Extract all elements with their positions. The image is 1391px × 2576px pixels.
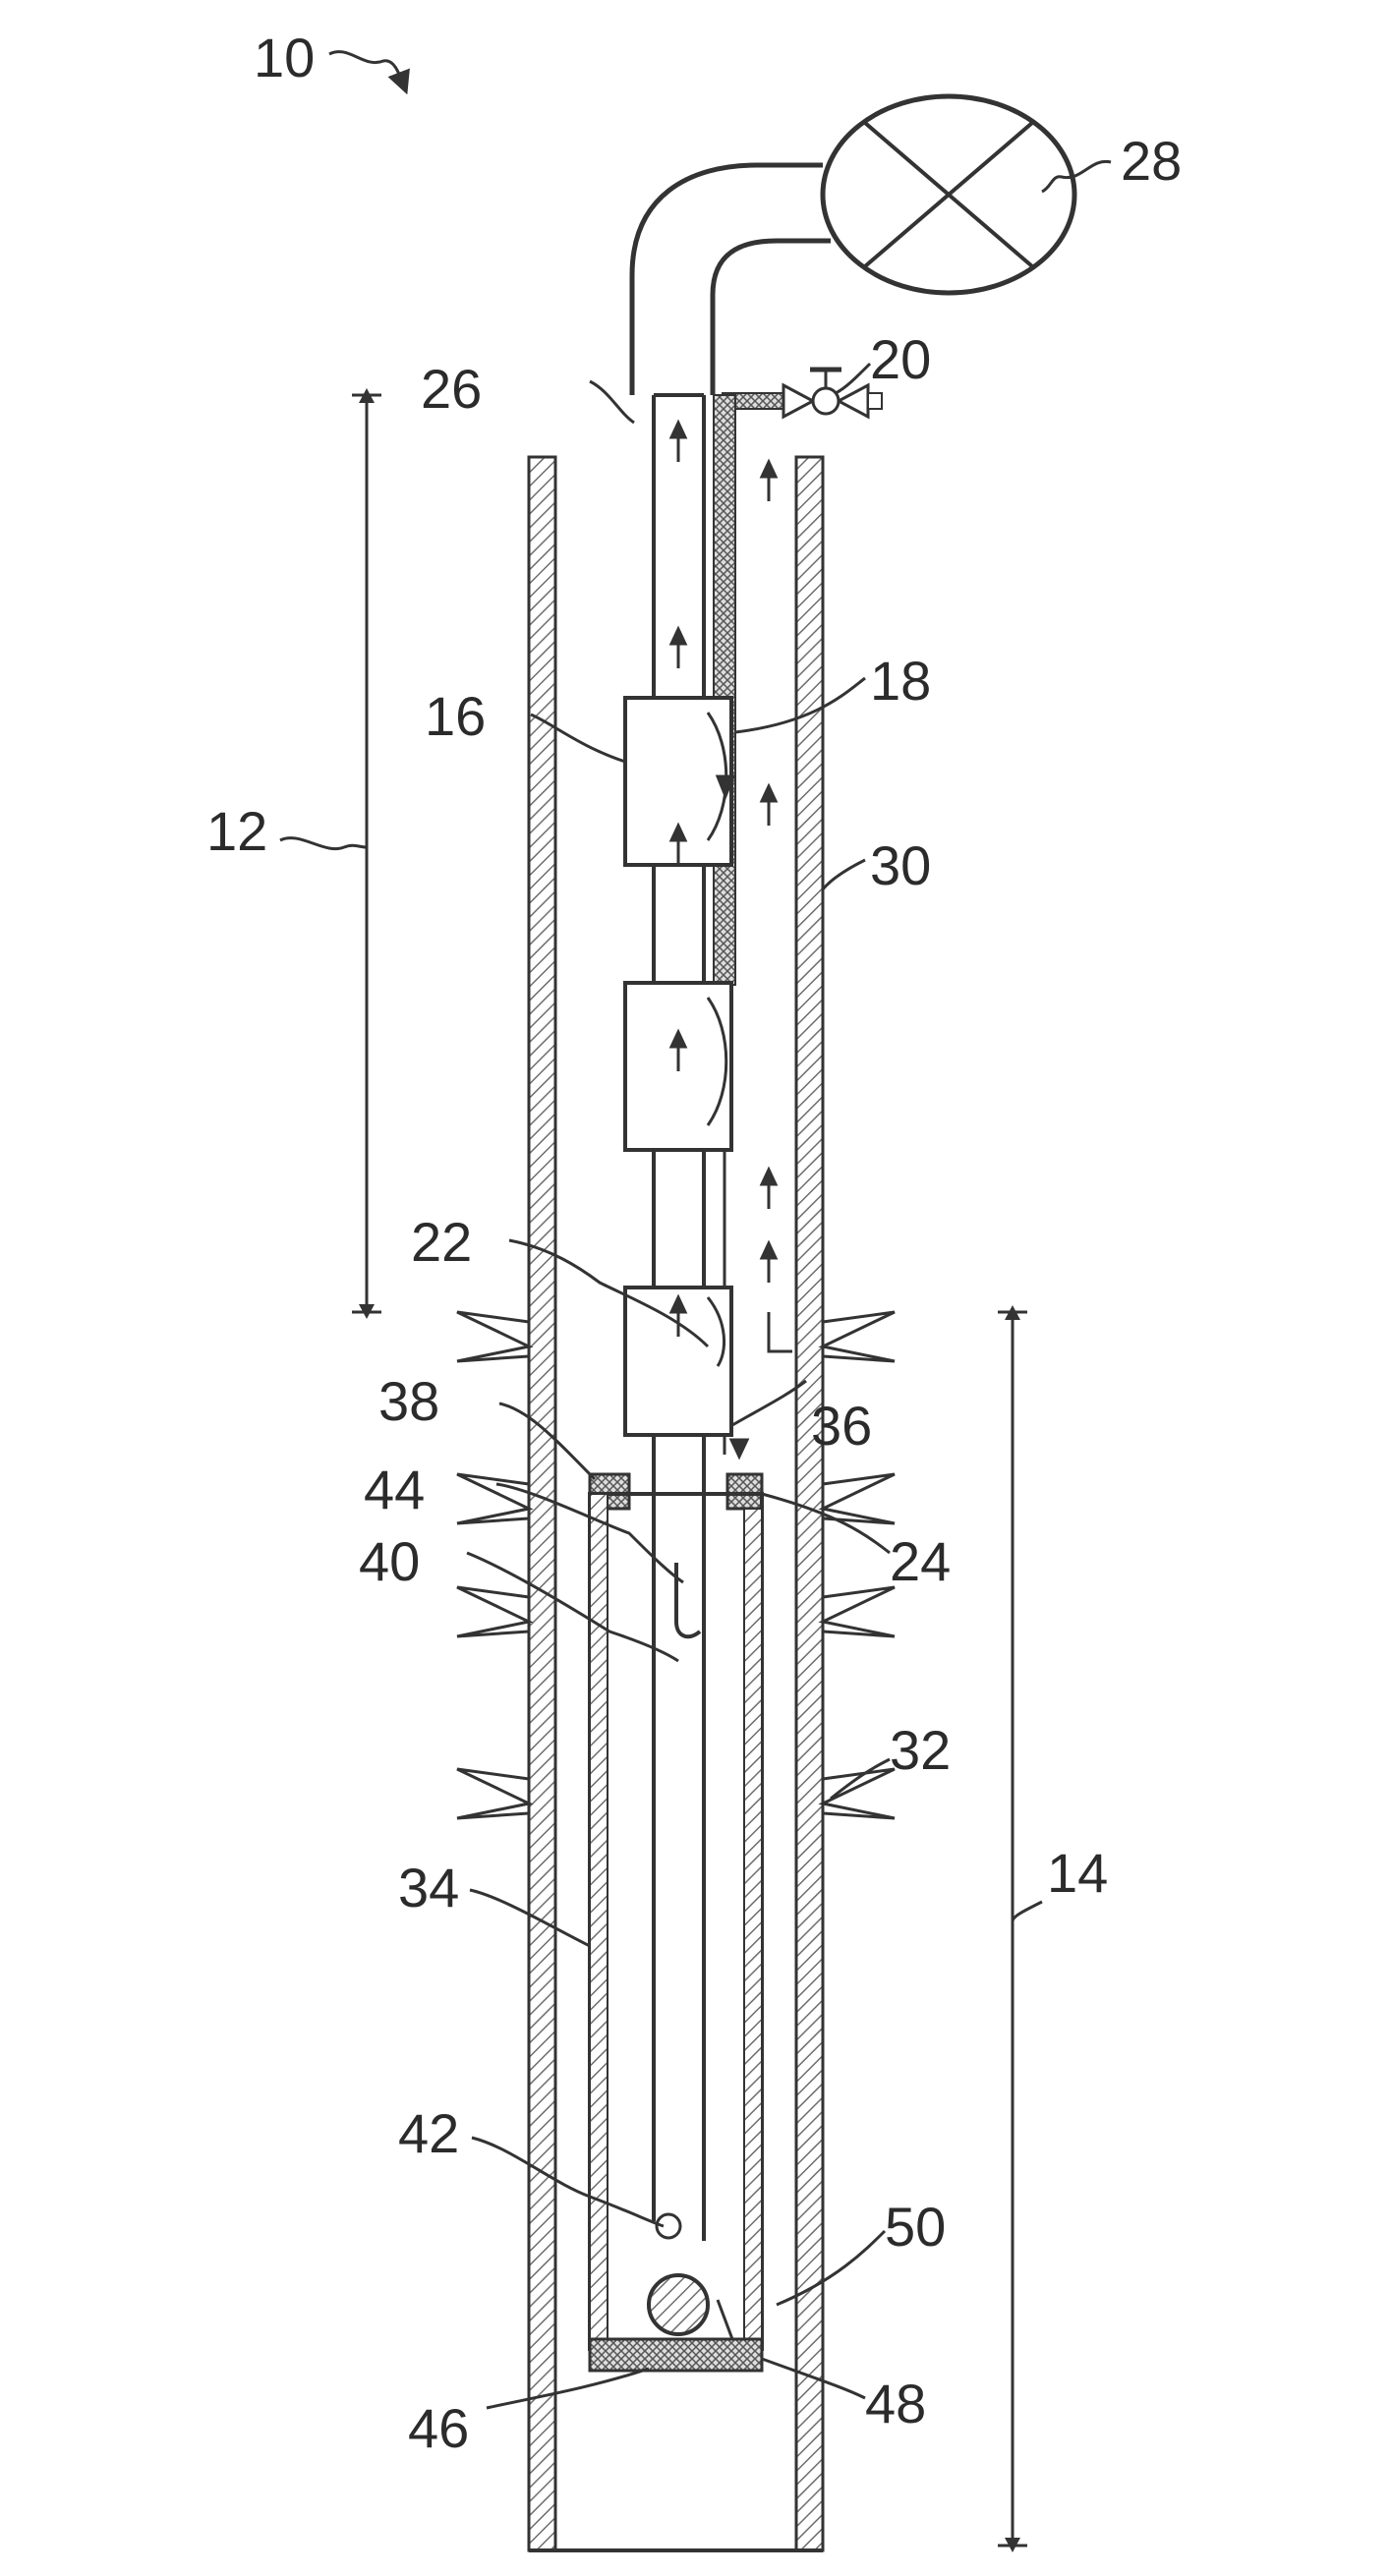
dimension-12	[352, 388, 381, 1319]
label-22: 22	[411, 1211, 472, 1273]
label-20: 20	[870, 328, 931, 390]
gooseneck-pipe	[632, 165, 831, 395]
packer-24	[590, 1474, 762, 1509]
injection-line-18	[714, 395, 735, 985]
label-24: 24	[890, 1530, 951, 1592]
label-30: 30	[870, 834, 931, 896]
leader-lines	[280, 161, 1111, 2408]
label-38: 38	[378, 1370, 439, 1432]
label-40: 40	[359, 1530, 420, 1592]
label-34: 34	[398, 1857, 459, 1918]
label-18: 18	[870, 650, 931, 712]
label-42: 42	[398, 2102, 459, 2164]
label-48: 48	[865, 2373, 926, 2434]
check-valve-46	[590, 2214, 762, 2371]
label-36: 36	[811, 1395, 872, 1457]
valve-28	[823, 96, 1074, 293]
label-44: 44	[364, 1459, 425, 1520]
label-26: 26	[421, 358, 482, 420]
figure-reference-arrow	[329, 52, 403, 84]
label-32: 32	[890, 1719, 951, 1781]
dimension-14	[998, 1305, 1027, 2552]
figure-reference-label: 10	[254, 27, 315, 88]
label-14: 14	[1047, 1842, 1108, 1904]
label-28: 28	[1121, 130, 1182, 192]
label-46: 46	[408, 2397, 469, 2459]
label-12: 12	[206, 800, 267, 862]
label-50: 50	[885, 2196, 946, 2258]
dip-tube-40	[676, 1563, 700, 1636]
label-16: 16	[425, 685, 486, 747]
